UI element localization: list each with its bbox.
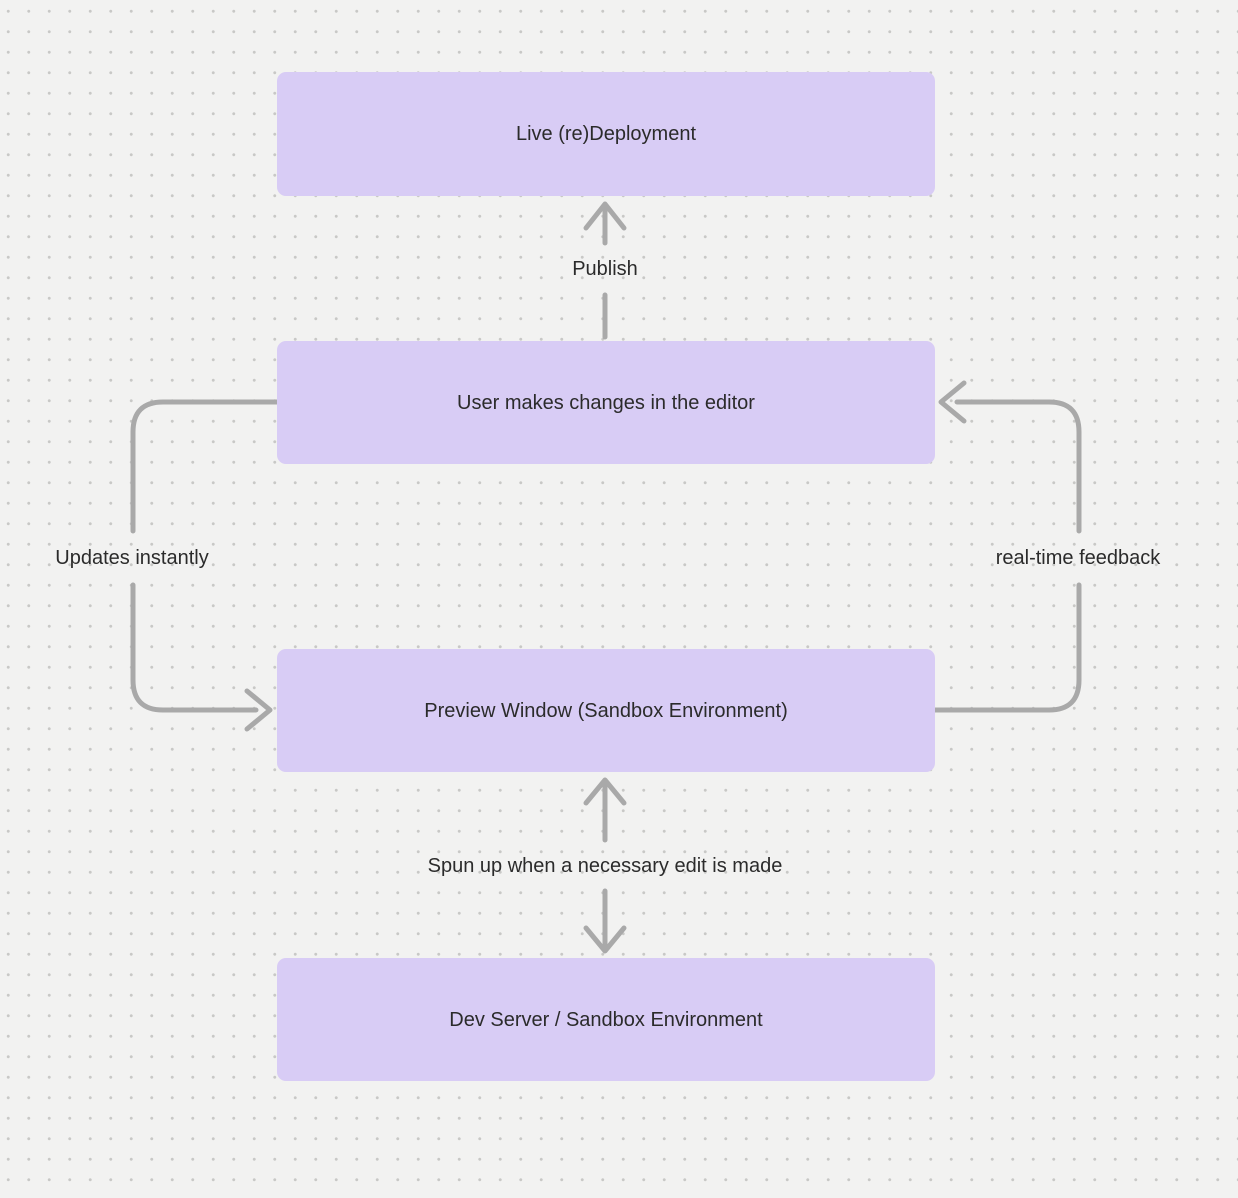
node-live-redeployment[interactable]: Live (re)Deployment: [277, 72, 935, 196]
arrowhead-down-icon: [583, 925, 627, 954]
arrow-realtime-feedback[interactable]: [932, 380, 1082, 713]
arrow-publish[interactable]: [583, 201, 627, 340]
arrowhead-right-icon: [244, 688, 273, 732]
arrowhead-left-icon: [938, 380, 967, 424]
node-preview-window[interactable]: Preview Window (Sandbox Environment): [277, 649, 935, 772]
arrow-updates-instantly[interactable]: [130, 399, 280, 732]
edge-label-publish[interactable]: Publish: [572, 258, 638, 280]
node-label: Preview Window (Sandbox Environment): [424, 699, 788, 722]
arrow-shaft: [130, 582, 259, 713]
node-user-edits[interactable]: User makes changes in the editor: [277, 341, 935, 464]
arrow-spun-up[interactable]: [583, 777, 627, 954]
node-label: Dev Server / Sandbox Environment: [449, 1008, 763, 1031]
arrow-shaft: [932, 582, 1082, 713]
edge-label-updates-instantly[interactable]: Updates instantly: [55, 547, 209, 569]
arrow-shaft: [954, 399, 1082, 534]
edge-label-realtime-feedback[interactable]: real-time feedback: [995, 547, 1161, 569]
node-dev-server[interactable]: Dev Server / Sandbox Environment: [277, 958, 935, 1081]
arrow-shaft: [130, 399, 280, 534]
arrowhead-up-icon: [583, 201, 627, 231]
edge-label-spun-up[interactable]: Spun up when a necessary edit is made: [427, 855, 783, 877]
node-label: Live (re)Deployment: [515, 123, 697, 145]
node-label: User makes changes in the editor: [457, 391, 755, 414]
